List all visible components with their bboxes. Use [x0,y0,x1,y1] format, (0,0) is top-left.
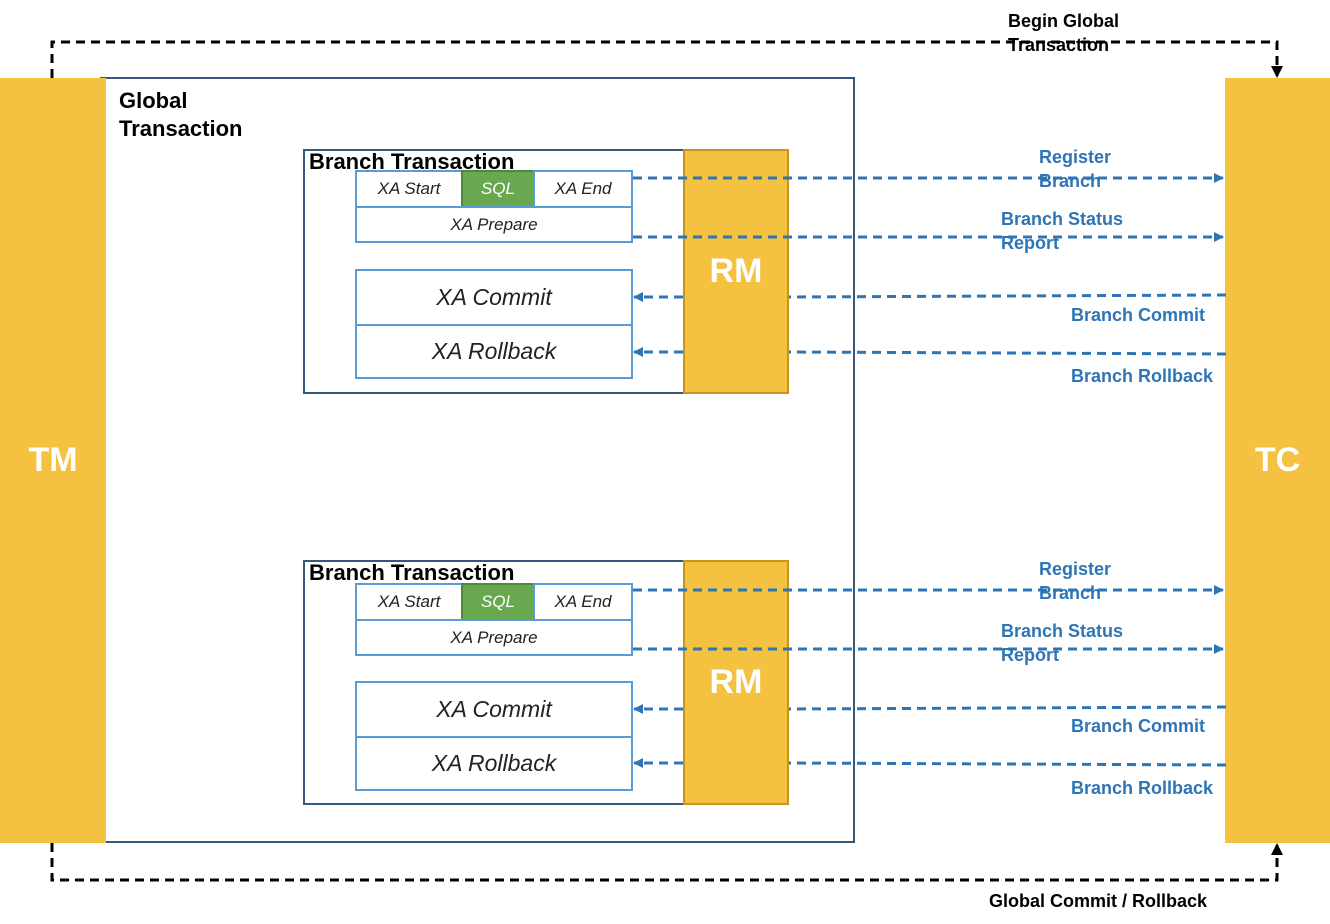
begin-global-label: Begin Global Transaction [1008,11,1120,55]
xa-start-cell: XA Start [355,583,463,621]
branch-status-report-label: Branch Status Report [1001,209,1124,253]
rm-label: RM [709,663,763,701]
branch-commit-label: Branch Commit [1071,305,1206,325]
xa-prepare-cell: XA Prepare [355,206,633,243]
branch-transaction-title: Branch Transaction [309,149,515,174]
branch-transaction-title: Branch Transaction [309,560,515,585]
branch-commit-line [788,293,1227,299]
rm-block: RM [683,560,789,805]
xa-rollback-cell: XA Rollback [355,736,633,791]
branch-rollback-label: Branch Rollback [1071,778,1214,798]
tc-label: TC [1254,441,1301,479]
begin-global-arrow [50,40,1283,78]
branch-status-report-label: Branch Status Report [1001,621,1124,665]
global-transaction-label: Global Transaction [119,88,243,141]
branch-rollback-label: Branch Rollback [1071,366,1214,386]
xa-end-cell: XA End [533,170,633,208]
branch-rollback-line [788,350,1227,356]
tc-block: TC [1225,78,1330,843]
rm-label: RM [709,252,763,290]
register-branch-label: Register Branch [1039,147,1112,191]
sql-cell: SQL [461,170,535,208]
global-commit-arrow [50,843,1283,882]
xa-prepare-cell: XA Prepare [355,619,633,656]
branch-commit-label: Branch Commit [1071,716,1206,736]
xa-rollback-cell: XA Rollback [355,324,633,379]
branch-commit-line [788,705,1227,711]
tm-label: TM [28,441,78,479]
branch-rollback-line [788,761,1227,767]
register-branch-label: Register Branch [1039,559,1112,603]
tm-block: TM [0,78,106,843]
global-commit-label: Global Commit / Rollback [989,891,1208,911]
xa-end-cell: XA End [533,583,633,621]
rm-block: RM [683,149,789,394]
